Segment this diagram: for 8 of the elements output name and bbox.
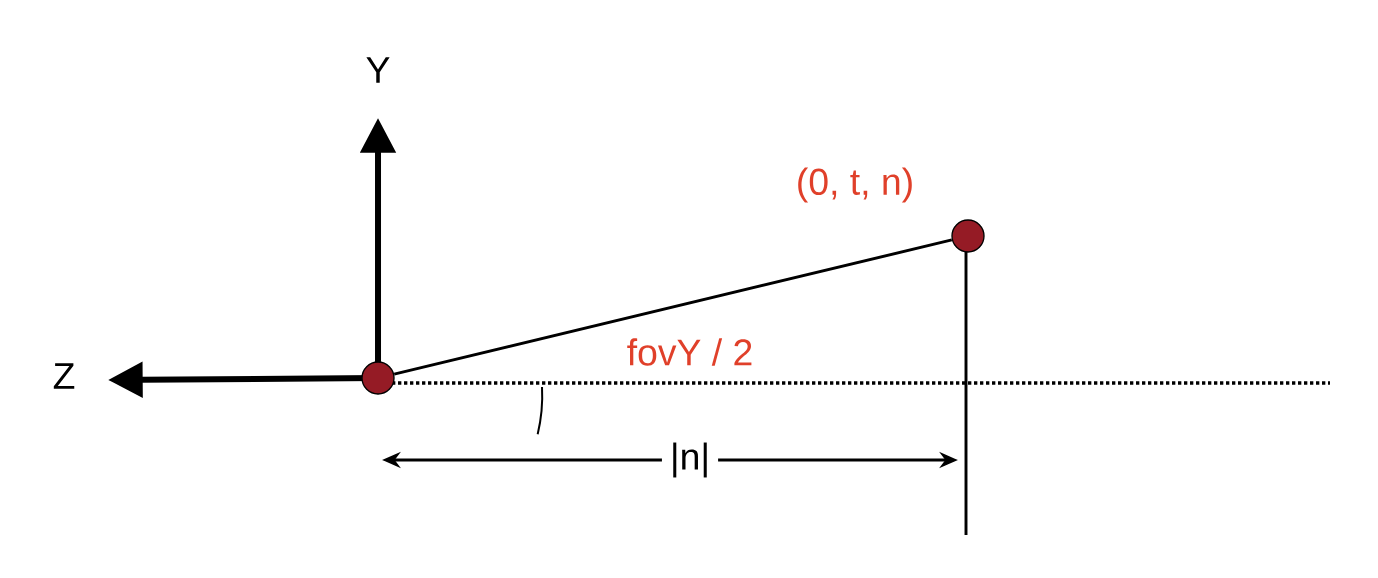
point-dot — [951, 219, 985, 253]
axis-label: Y — [366, 57, 390, 83]
line — [393, 238, 953, 376]
angle-label: fovY / 2 — [627, 338, 752, 366]
point-label: (0, t, n) — [798, 167, 912, 203]
axis-label: Z — [53, 363, 75, 389]
point-dot — [361, 361, 395, 395]
dimension-label: |n| — [661, 434, 719, 486]
